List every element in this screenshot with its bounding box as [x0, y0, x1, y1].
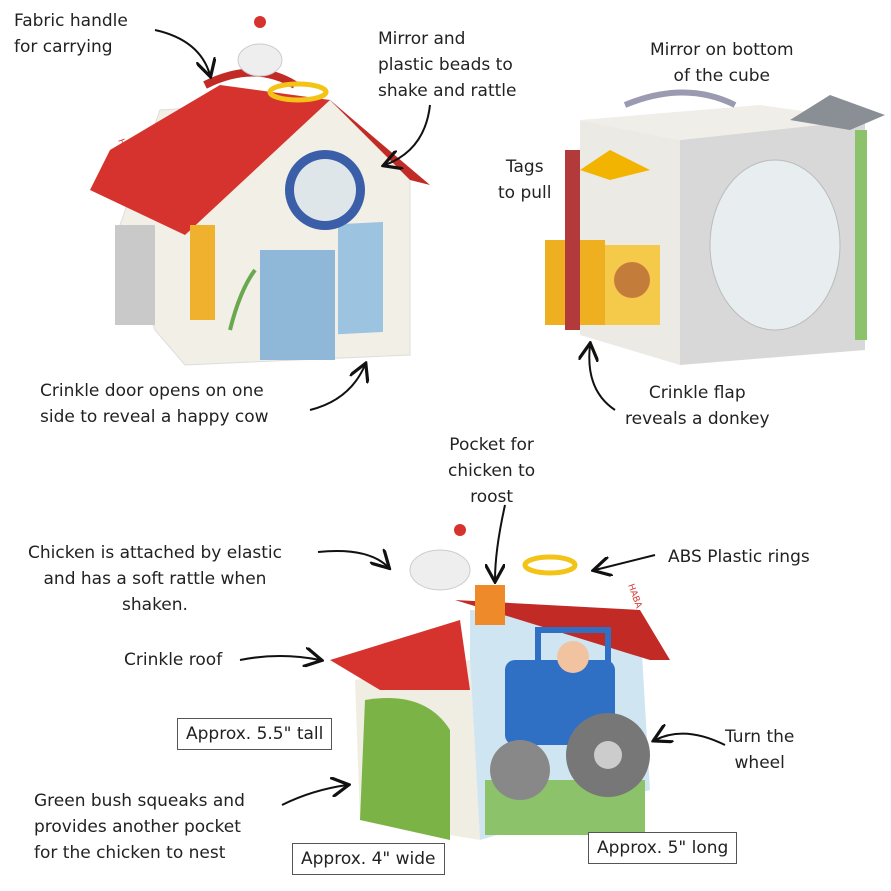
barn-back-view: HABA	[330, 524, 670, 840]
tall-dimension: Approx. 5.5" tall	[177, 718, 333, 750]
wide-dimension: Approx. 4" wide	[292, 843, 445, 875]
barn-front-view: HABA	[90, 16, 430, 366]
crinkle-flap-label: Crinkle flap reveals a donkey	[625, 383, 770, 429]
roof-label: Crinkle roof	[124, 650, 223, 670]
bush-label: Green bush squeaks and provides another …	[34, 791, 245, 863]
rings-label: ABS Plastic rings	[668, 547, 810, 567]
mirror-bottom-label: Mirror on bottom of the cube	[650, 40, 794, 86]
pocket-label: Pocket for chicken to roost	[448, 435, 536, 507]
wheel-label: Turn the wheel	[725, 727, 795, 773]
tags-label: Tags to pull	[498, 157, 552, 203]
long-dimension: Approx. 5" long	[588, 832, 738, 864]
fabric-handle-label: Fabric handle for carrying	[14, 11, 128, 57]
annotation-arrows	[154, 29, 726, 806]
crinkle-door-label: Crinkle door opens on one side to reveal…	[40, 381, 269, 427]
mirror-beads-label: Mirror and plastic beads to shake and ra…	[378, 29, 517, 101]
chicken-label: Chicken is attached by elastic and has a…	[28, 543, 282, 615]
cube-side-view	[545, 89, 885, 365]
svg-text:HABA: HABA	[625, 583, 643, 611]
